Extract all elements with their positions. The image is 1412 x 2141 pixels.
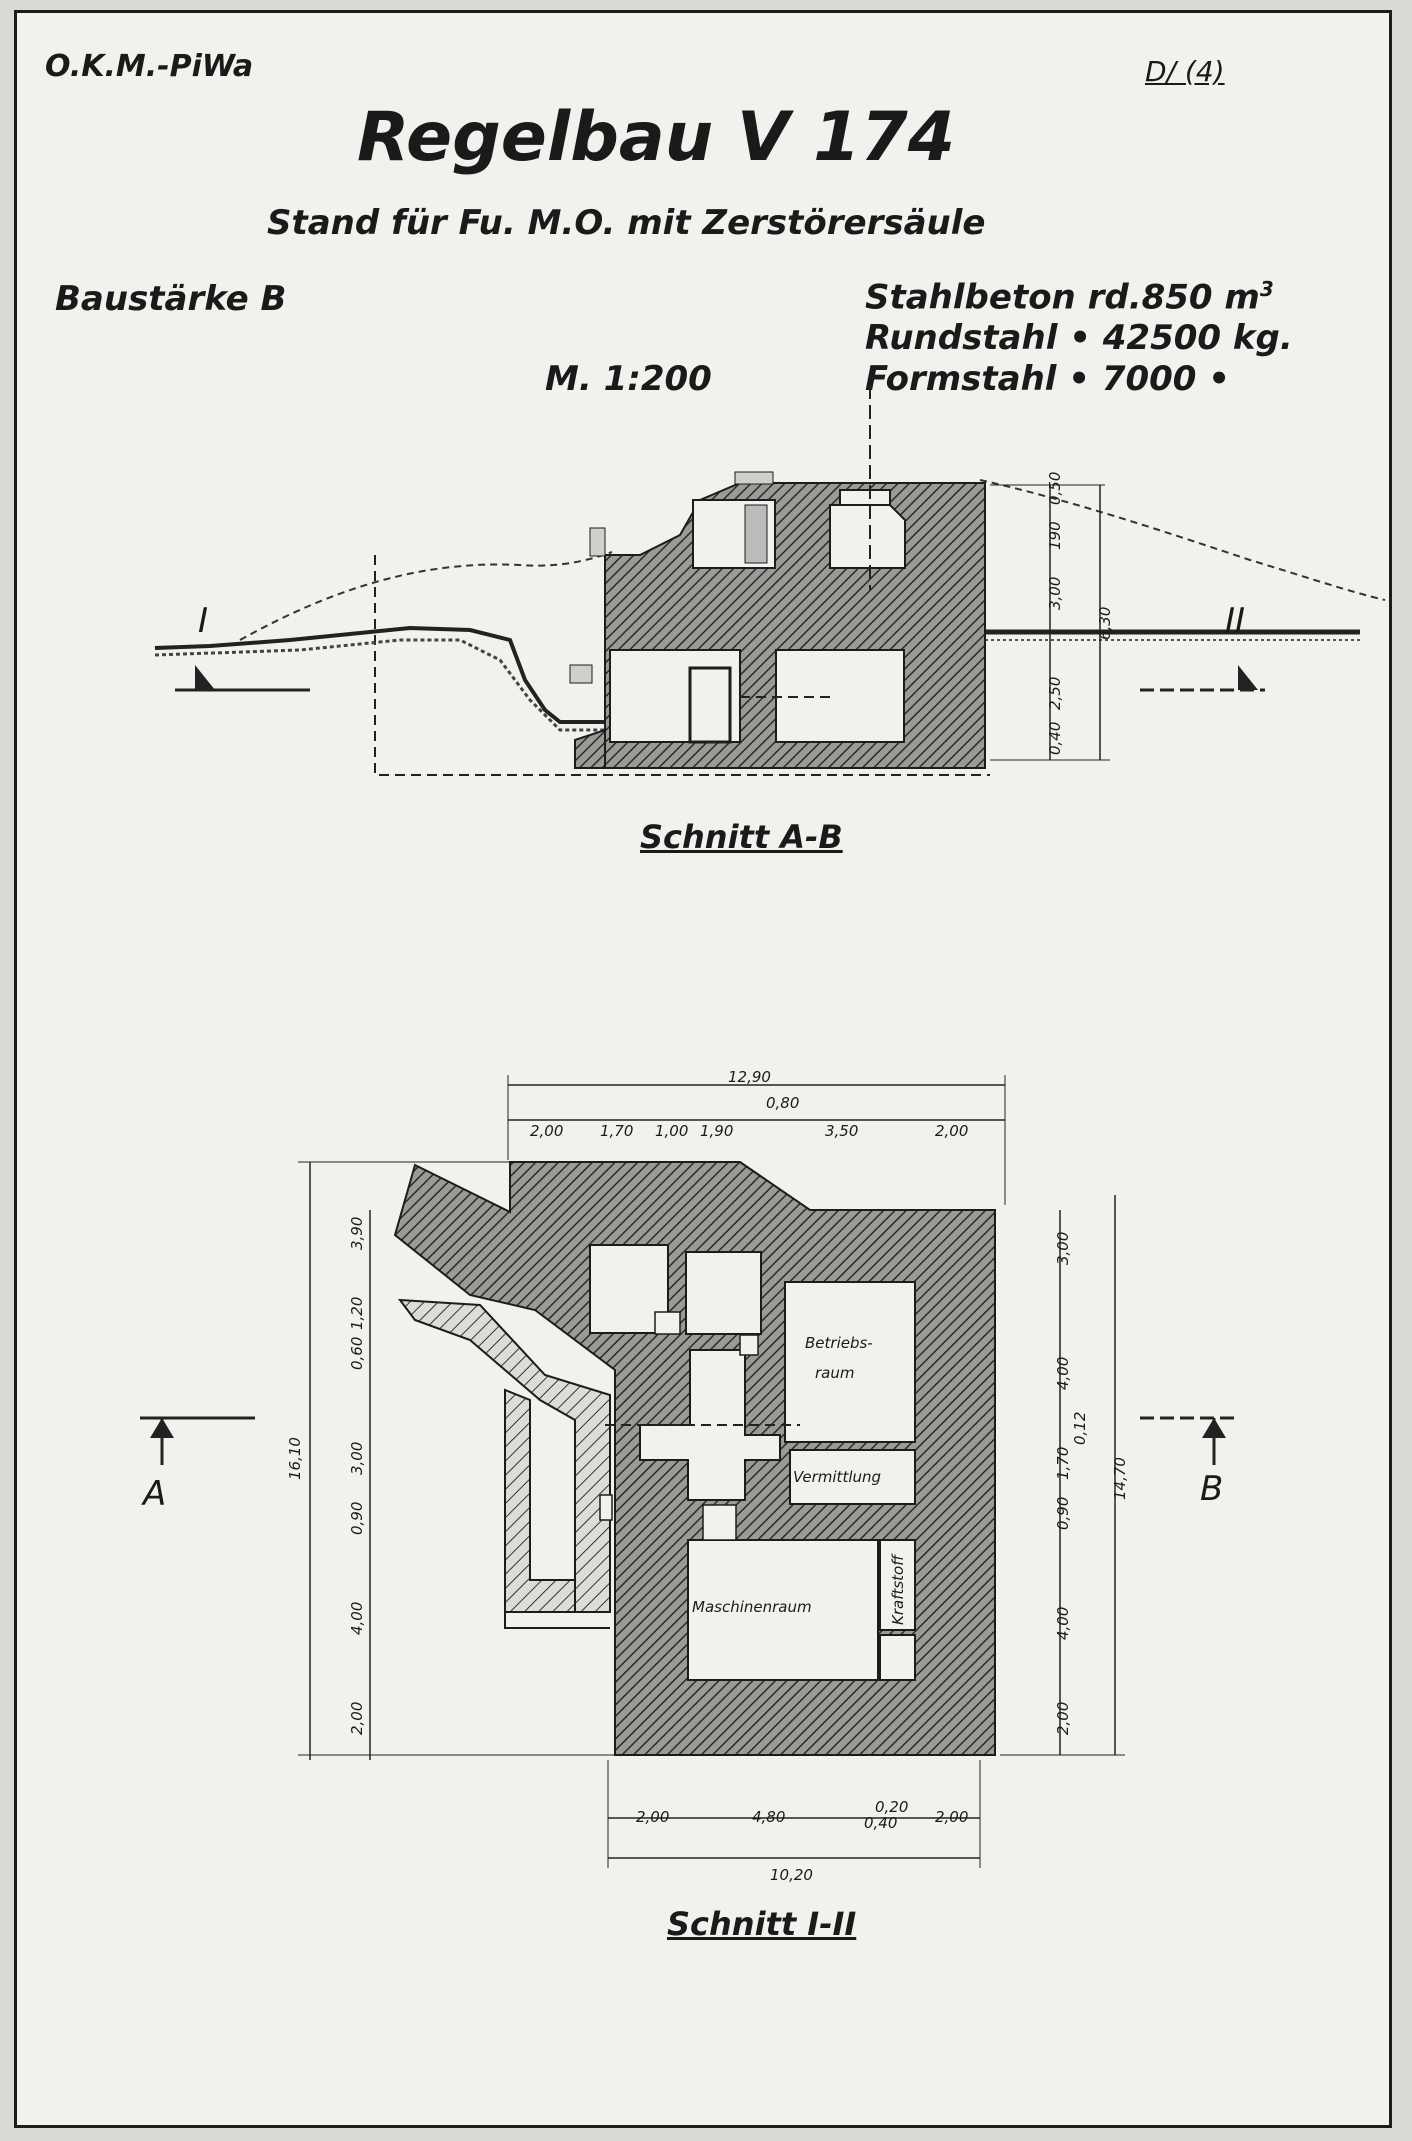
svg-text:0,80: 0,80 [766,1094,799,1112]
svg-text:1,70: 1,70 [600,1122,633,1140]
svg-text:2,00: 2,00 [935,1122,968,1140]
section-cupola-shaft [829,504,906,569]
svg-text:2,00: 2,00 [530,1122,563,1140]
section-dim-040: 0,40 [1046,722,1064,755]
section-ab-view: 190 3,00 2,50 0,40 6,30 0,50 I II [154,385,1386,776]
sheet-reference: D/ (4) [1145,55,1225,88]
cut-marker-b: B [1200,1469,1223,1509]
room-label-operations-1: Betriebs- [805,1334,873,1352]
svg-text:1,70: 1,70 [1054,1447,1072,1480]
drawing-subtitle: Stand für Fu. M.O. mit Zerstörersäule [267,203,986,243]
svg-text:0,20: 0,20 [875,1798,908,1816]
room-label-machine: Maschinenraum [692,1598,812,1616]
section-i-ii-caption: Schnitt I-II [667,1905,857,1943]
office-label: O.K.M.-PiWa [45,49,254,84]
svg-text:1,20: 1,20 [348,1297,366,1330]
material-concrete: Stahlbeton rd.850 m3 [865,277,1274,318]
svg-text:3,90: 3,90 [348,1217,366,1250]
svg-text:0,40: 0,40 [864,1814,897,1832]
svg-text:1,00: 1,00 [655,1122,688,1140]
cut-marker-i: I [198,601,208,641]
svg-text:0,60: 0,60 [348,1337,366,1370]
room-label-operations-2: raum [815,1364,854,1382]
svg-text:3,00: 3,00 [348,1442,366,1475]
plan-room-switchboard [789,1449,916,1505]
drawing-sheet: O.K.M.-PiWa D/ (4) Regelbau V 174 Stand … [14,10,1392,2128]
section-dim-250: 2,50 [1046,677,1064,710]
section-dim-630: 6,30 [1096,607,1114,640]
ground-line-left [154,625,605,724]
svg-text:4,00: 4,00 [348,1602,366,1635]
plan-room-operations [784,1281,916,1443]
plan-top-total: 12,90 [728,1068,771,1086]
room-label-fuel: Kraftstoff [889,1553,907,1625]
section-ab-caption: Schnitt A-B [640,818,843,856]
svg-text:2,00: 2,00 [348,1702,366,1735]
svg-text:3,00: 3,00 [1054,1232,1072,1265]
svg-text:2,00: 2,00 [1054,1702,1072,1735]
plan-room-cupola-right [685,1251,762,1335]
cut-marker-ii: II [1225,601,1245,641]
cut-marker-a: A [141,1474,166,1514]
excavation-outline [374,555,990,776]
material-profile-steel: Formstahl • 7000 • [865,359,1231,399]
svg-text:0,12: 0,12 [1071,1412,1089,1445]
svg-text:4,00: 4,00 [1054,1357,1072,1390]
plan-room-fuel [879,1539,916,1631]
svg-text:0,90: 0,90 [348,1502,366,1535]
scale-label: M. 1:200 [545,359,712,399]
plan-view: Betriebs- raum Vermittlung Maschinenraum… [140,1068,1240,1884]
earth-cover-left [239,551,613,641]
svg-text:4,00: 4,00 [1054,1607,1072,1640]
material-round-steel: Rundstahl • 42500 kg. [865,318,1293,358]
earth-cover-right [979,479,1386,601]
plan-right-total: 14,70 [1111,1457,1129,1500]
plan-left-total: 16,10 [286,1437,304,1480]
room-label-switchboard: Vermittlung [793,1468,881,1486]
section-dim-190: 190 [1046,521,1064,550]
section-dim-300: 3,00 [1046,577,1064,610]
svg-text:2,00: 2,00 [636,1808,669,1826]
section-dim-050: 0,50 [1046,472,1064,505]
strength-class: Baustärke B [55,279,287,319]
svg-text:0,90: 0,90 [1054,1497,1072,1530]
svg-text:3,50: 3,50 [825,1122,858,1140]
plan-bottom-total: 10,20 [770,1866,813,1884]
drawing-title: Regelbau V 174 [357,98,956,177]
plan-room-machine [687,1539,879,1681]
svg-text:2,00: 2,00 [935,1808,968,1826]
svg-text:4,80: 4,80 [752,1808,785,1826]
svg-text:1,90: 1,90 [700,1122,733,1140]
